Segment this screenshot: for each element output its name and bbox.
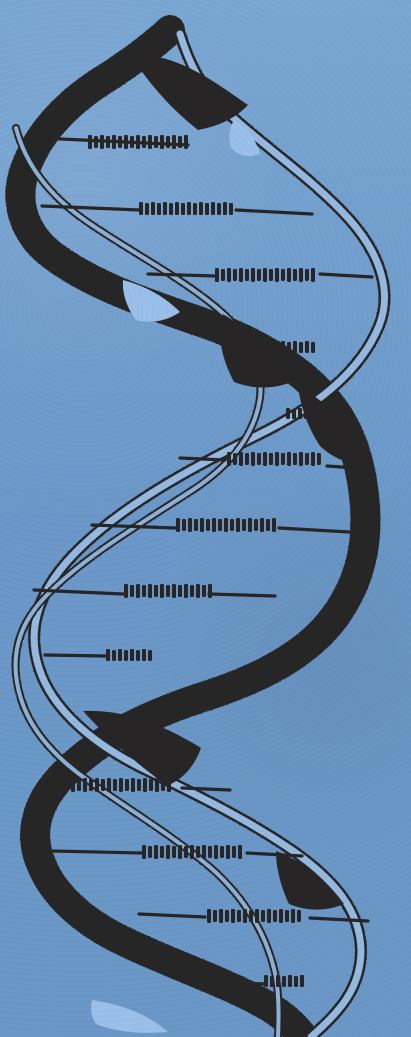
helix-highlight-patch — [91, 1000, 168, 1033]
